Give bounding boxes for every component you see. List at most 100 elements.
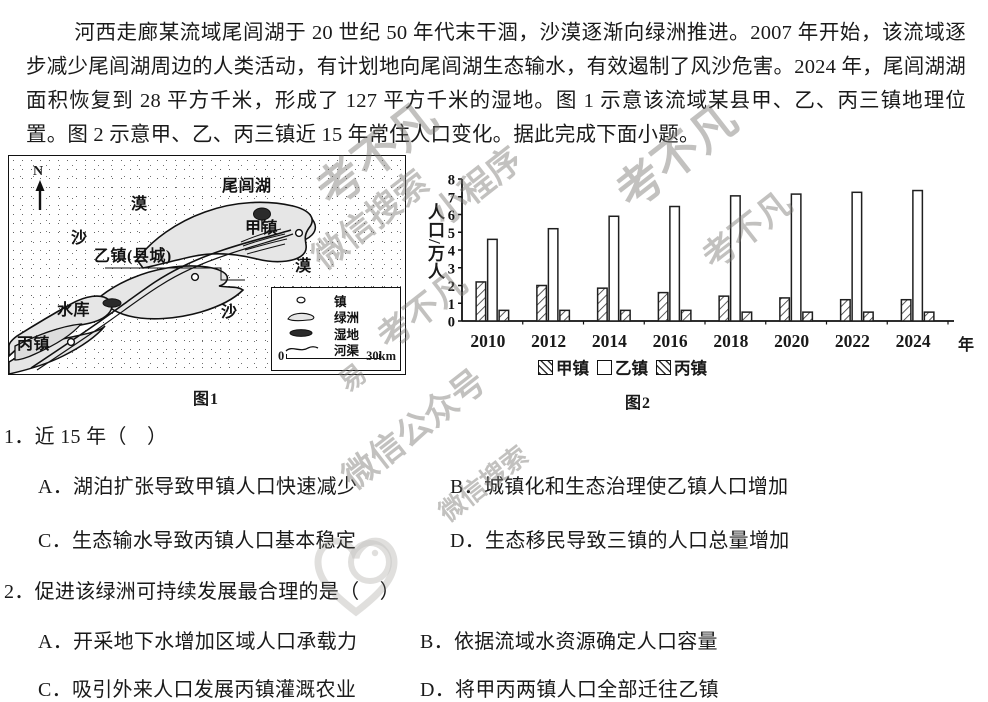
scale-bar-line <box>286 354 380 359</box>
legend-item-wetland: 湿地 <box>278 327 359 343</box>
svg-text:3: 3 <box>448 261 455 277</box>
q1-opt-b-key: B． <box>450 476 484 498</box>
chart-x-unit-label: 年 <box>957 337 974 354</box>
chart-x-tick-2012: 2012 <box>531 331 567 351</box>
passage-text: 河西走廊某流域尾闾湖于 20 世纪 50 年代末干涸，沙漠逐渐向绿洲推进。200… <box>26 16 966 152</box>
town-symbol-icon <box>296 296 306 304</box>
chart-x-tick-2022: 2022 <box>834 331 870 351</box>
svg-text:1: 1 <box>448 297 455 313</box>
chart-y-axis-label: 人口/万人 <box>425 203 444 281</box>
north-arrow-icon <box>35 180 45 210</box>
svg-text:4: 4 <box>448 244 455 260</box>
q2-opt-b-text: 依据流域水资源确定人口容量 <box>453 631 718 653</box>
chart-x-tick-2020: 2020 <box>774 331 810 351</box>
legend-swatch-hatched-icon <box>538 360 553 375</box>
chart-x-tick-2014: 2014 <box>591 331 627 351</box>
scale-start-label: 0 <box>278 349 285 363</box>
svg-text:5: 5 <box>448 226 455 242</box>
q2-opt-c-text: 吸引外来人口发展丙镇灌溉农业 <box>71 679 357 701</box>
passage-body: 河西走廊某流域尾闾湖于 20 世纪 50 年代末干涸，沙漠逐渐向绿洲推进。200… <box>26 22 966 146</box>
q1-opt-a-key: A． <box>38 476 74 498</box>
map-graphic <box>9 201 316 374</box>
chart-legend-item-甲镇: 甲镇 <box>538 355 589 379</box>
chart-caption: 图2 <box>624 395 651 412</box>
question-2-number: 2． <box>4 581 35 603</box>
question-2-option-d[interactable]: D．将甲丙两镇人口全部迁往乙镇 <box>420 673 719 702</box>
question-1-option-a[interactable]: A．湖泊扩张导致甲镇人口快速减少 <box>38 470 357 499</box>
map-label-town-yi: 乙镇(县城) <box>94 248 172 265</box>
svg-text:7: 7 <box>448 190 455 206</box>
question-1: 1．近 15 年（ ） <box>4 420 167 449</box>
q1-opt-d-key: D． <box>450 530 486 552</box>
q2-opt-d-key: D． <box>420 679 456 701</box>
map-label-town-bing: 丙镇 <box>17 336 51 353</box>
river-symbol-icon <box>285 346 319 352</box>
svg-text:6: 6 <box>448 208 455 224</box>
question-1-stem: 近 15 年（ ） <box>34 426 168 448</box>
chart-legend-item-乙镇: 乙镇 <box>597 355 648 379</box>
q2-opt-d-text: 将甲丙两镇人口全部迁往乙镇 <box>455 679 719 701</box>
q2-opt-b-key: B． <box>420 631 454 653</box>
legend-label-乙镇: 乙镇 <box>615 359 648 378</box>
legend-label-甲镇: 甲镇 <box>556 359 589 378</box>
compass-north-label: N <box>33 164 44 179</box>
scale-end-label: 30km <box>366 349 396 363</box>
legend-label-wetland: 湿地 <box>334 328 360 342</box>
legend-label-丙镇: 丙镇 <box>674 359 707 378</box>
question-1-number: 1． <box>4 426 35 448</box>
question-1-option-d[interactable]: D．生态移民导致三镇的人口总量增加 <box>450 524 790 553</box>
svg-text:8: 8 <box>448 173 455 189</box>
legend-swatch-white-icon <box>597 360 612 375</box>
map-label-lake: 尾闾湖 <box>222 178 272 195</box>
legend-label-town: 镇 <box>334 295 347 309</box>
map-legend: 镇 绿洲 湿地 <box>271 287 401 371</box>
figures-row: N 尾闾湖 甲镇 乙镇(县城) 丙镇 水库 漠 漠 沙 沙 <box>0 155 988 415</box>
q1-opt-b-text: 城镇化和生态治理使乙镇人口增加 <box>483 476 789 498</box>
q2-opt-a-key: A． <box>38 631 74 653</box>
map-label-sand-1: 沙 <box>71 230 88 247</box>
chart-x-tick-2024: 2024 <box>895 331 931 351</box>
legend-item-oasis: 绿洲 <box>278 310 359 327</box>
q1-opt-d-text: 生态移民导致三镇的人口总量增加 <box>485 530 790 552</box>
q1-opt-c-text: 生态输水导致丙镇人口基本稳定 <box>71 530 357 552</box>
map-caption: 图1 <box>192 391 219 408</box>
question-1-option-c[interactable]: C．生态输水导致丙镇人口基本稳定 <box>38 524 356 553</box>
chart-x-tick-2016: 2016 <box>652 331 688 351</box>
oasis-symbol-icon <box>287 312 315 322</box>
map-label-reservoir: 水库 <box>57 302 91 319</box>
legend-item-town: 镇 <box>278 294 347 310</box>
question-1-option-b[interactable]: B．城镇化和生态治理使乙镇人口增加 <box>450 470 788 499</box>
map-label-desert-2: 漠 <box>295 258 312 275</box>
svg-text:2: 2 <box>448 279 455 295</box>
question-2-option-a[interactable]: A．开采地下水增加区域人口承载力 <box>38 625 357 654</box>
exam-page: 河西走廊某流域尾闾湖于 20 世纪 50 年代末干涸，沙漠逐渐向绿洲推进。200… <box>0 16 988 701</box>
q2-opt-c-key: C． <box>38 679 72 701</box>
compass-rose: N <box>31 164 57 212</box>
chart-legend: 甲镇 乙镇 丙镇 <box>538 355 958 379</box>
legend-swatch-hatched-icon <box>656 360 671 375</box>
q1-opt-a-text: 湖泊扩张导致甲镇人口快速减少 <box>73 476 358 498</box>
legend-label-river: 河渠 <box>334 344 360 358</box>
map-label-desert-1: 漠 <box>131 196 148 213</box>
map-frame: N 尾闾湖 甲镇 乙镇(县城) 丙镇 水库 漠 漠 沙 沙 <box>8 155 406 375</box>
question-2: 2．促进该绿洲可持续发展最合理的是（ ） <box>4 575 400 604</box>
legend-label-oasis: 绿洲 <box>334 311 360 325</box>
map-label-sand-2: 沙 <box>221 304 238 321</box>
chart-x-tick-2018: 2018 <box>713 331 749 351</box>
chart-x-axis-labels: 年 2010 2012 2014 2016 2018 2020 2022 2024 <box>448 331 974 357</box>
question-2-option-b[interactable]: B．依据流域水资源确定人口容量 <box>420 625 718 654</box>
chart-legend-item-丙镇: 丙镇 <box>656 355 707 379</box>
wetland-symbol-icon <box>289 329 313 337</box>
q1-opt-c-key: C． <box>38 530 72 552</box>
question-2-option-c[interactable]: C．吸引外来人口发展丙镇灌溉农业 <box>38 673 356 702</box>
chart-x-tick-2010: 2010 <box>470 331 506 351</box>
q2-opt-a-text: 开采地下水增加区域人口承载力 <box>73 631 358 653</box>
map-label-town-jia: 甲镇 <box>245 220 279 237</box>
svg-text:0: 0 <box>448 315 455 331</box>
figure-map: N 尾闾湖 甲镇 乙镇(县城) 丙镇 水库 漠 漠 沙 沙 <box>8 155 406 408</box>
question-2-stem: 促进该绿洲可持续发展最合理的是（ ） <box>34 581 401 603</box>
legend-item-river: 河渠 <box>278 343 359 359</box>
